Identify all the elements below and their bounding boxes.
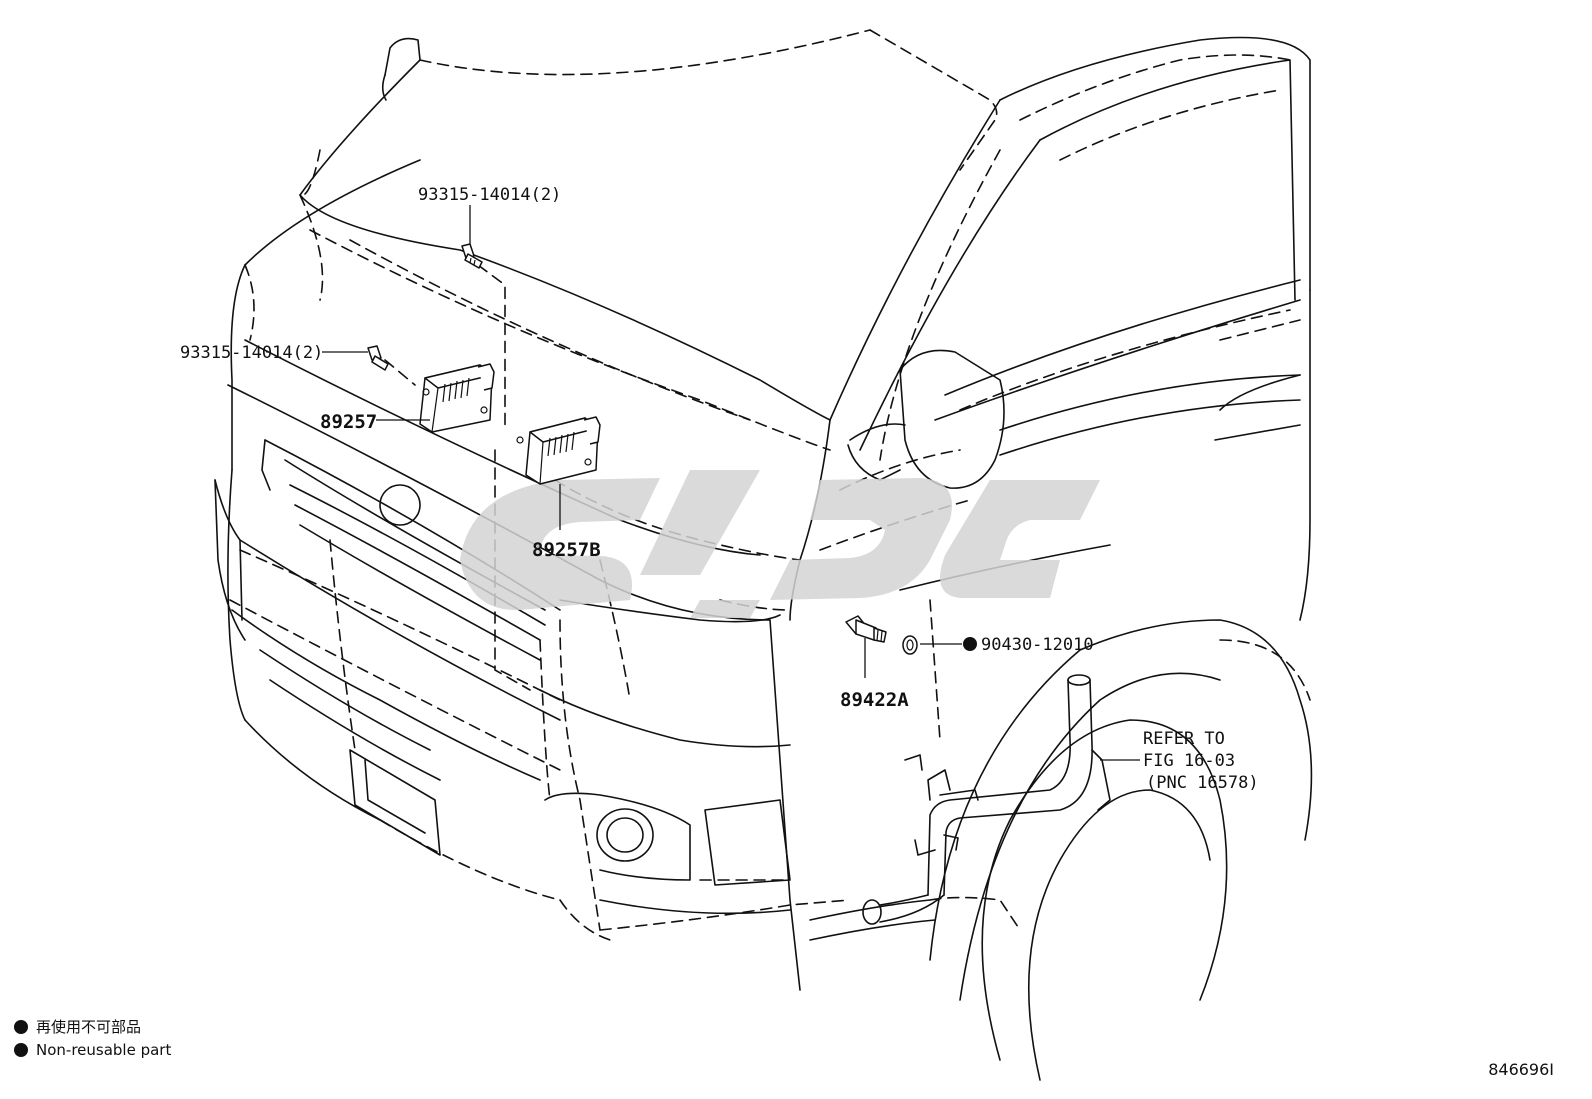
label-refer-line1: REFER TO xyxy=(1143,729,1225,749)
module-89257[interactable] xyxy=(419,363,495,433)
label-89422a: 89422A xyxy=(840,689,909,711)
label-refer-line3: (PNC 16578) xyxy=(1146,773,1259,793)
non-reusable-marker xyxy=(963,637,977,651)
screw-left[interactable] xyxy=(367,345,389,371)
legend-jp-text: 再使用不可部品 xyxy=(36,1018,142,1036)
legend-en: Non-reusable part xyxy=(14,1041,171,1059)
label-refer-line2: FIG 16-03 xyxy=(1143,751,1235,771)
screw-upper[interactable] xyxy=(461,243,483,269)
gasket-90430[interactable] xyxy=(902,635,918,655)
watermark-logo xyxy=(460,470,1100,618)
label-screw-left: 93315-14014(2) xyxy=(180,343,323,363)
hidden-lines xyxy=(229,29,1311,941)
drawing-number: 846696I xyxy=(1488,1060,1554,1079)
sensor-89422a[interactable] xyxy=(845,615,887,643)
module-89257b[interactable] xyxy=(516,416,601,485)
filler-pipe[interactable] xyxy=(862,674,1111,925)
legend-en-text: Non-reusable part xyxy=(36,1041,172,1059)
legend-jp: 再使用不可部品 xyxy=(14,1016,141,1037)
label-89257: 89257 xyxy=(320,411,377,433)
bullet-icon xyxy=(14,1019,28,1034)
label-screw-upper: 93315-14014(2) xyxy=(418,185,561,205)
label-89257b: 89257B xyxy=(532,539,601,561)
label-gasket: 90430-12010 xyxy=(981,635,1094,655)
bullet-icon xyxy=(14,1043,28,1057)
van-body-outline xyxy=(214,36,1313,1081)
